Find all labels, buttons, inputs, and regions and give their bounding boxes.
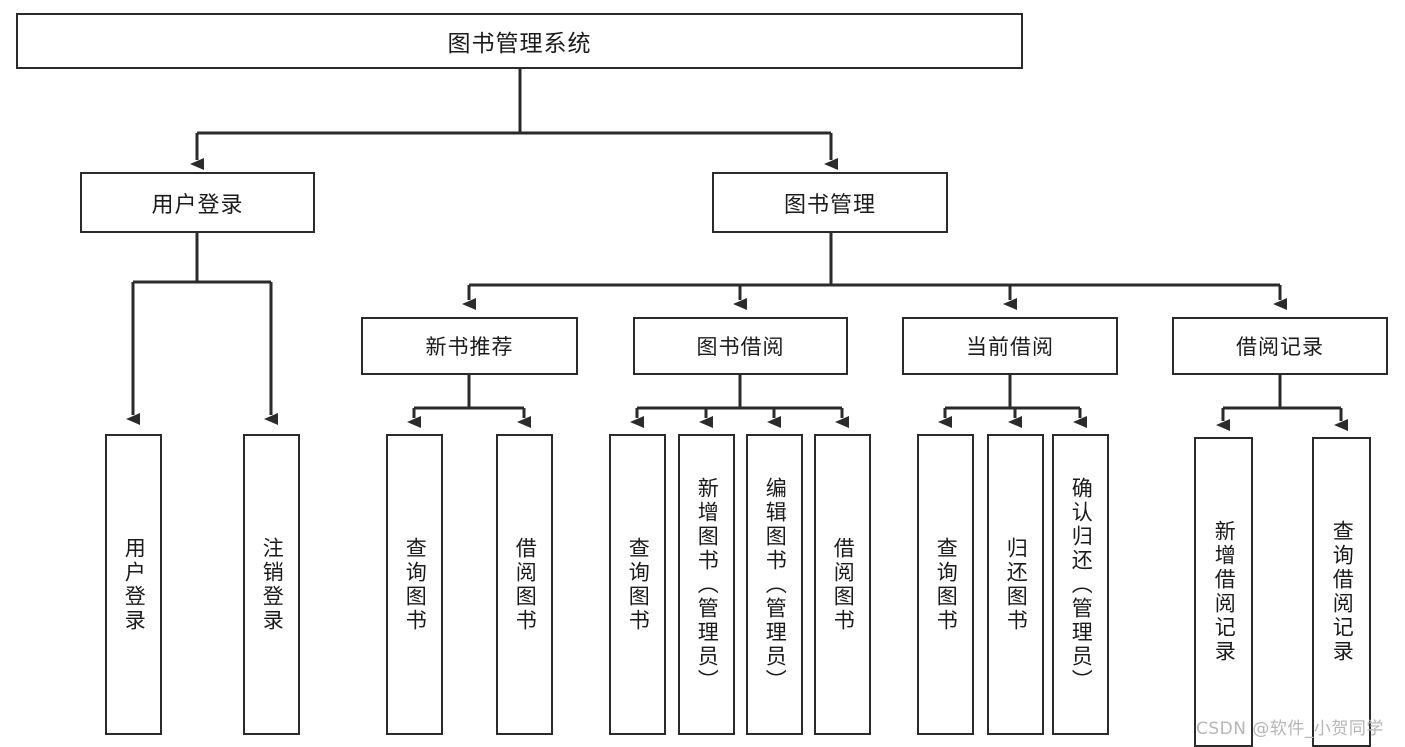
node-label: 新增借阅记录	[1212, 520, 1237, 664]
leaf-recommend-borrow-book[interactable]: 借阅图书	[496, 434, 553, 735]
watermark-text: CSDN @软件_小贺同学	[1196, 719, 1384, 739]
leaf-user-logout[interactable]: 注销登录	[243, 434, 300, 735]
node-label: 归还图书	[1004, 536, 1029, 633]
node-label: 图书管理系统	[447, 31, 592, 57]
leaf-record-add-borrow-record[interactable]: 新增借阅记录	[1194, 437, 1253, 747]
node-root-system[interactable]: 图书管理系统	[16, 13, 1023, 69]
leaf-borrow-add-book-admin[interactable]: 新增图书（管理员）	[678, 434, 735, 735]
node-label: 当前借阅	[966, 335, 1054, 359]
leaf-recommend-query-book[interactable]: 查询图书	[386, 434, 443, 735]
node-label: 借阅图书	[831, 536, 856, 633]
node-label: 确认归还（管理员）	[1069, 476, 1094, 693]
node-borrow-record[interactable]: 借阅记录	[1172, 317, 1388, 375]
leaf-borrow-query-book[interactable]: 查询图书	[609, 434, 666, 735]
node-label: 查询图书	[626, 536, 651, 633]
node-label: 用户登录	[151, 192, 244, 218]
leaf-current-confirm-return-admin[interactable]: 确认归还（管理员）	[1052, 434, 1109, 735]
node-label: 新增图书（管理员）	[695, 476, 720, 693]
node-book-management[interactable]: 图书管理	[712, 172, 948, 233]
node-user-login[interactable]: 用户登录	[80, 172, 315, 233]
leaf-record-query-borrow-record[interactable]: 查询借阅记录	[1312, 437, 1371, 747]
node-label: 查询借阅记录	[1330, 520, 1355, 664]
node-current-borrow[interactable]: 当前借阅	[902, 317, 1118, 375]
node-label: 新书推荐	[425, 335, 514, 359]
node-label: 用户登录	[122, 536, 147, 633]
node-label: 图书借阅	[696, 335, 785, 359]
leaf-user-login[interactable]: 用户登录	[105, 434, 162, 735]
leaf-current-return-book[interactable]: 归还图书	[987, 434, 1044, 735]
node-label: 查询图书	[934, 536, 959, 633]
leaf-borrow-borrow-book[interactable]: 借阅图书	[814, 434, 871, 735]
node-label: 编辑图书（管理员）	[763, 476, 788, 693]
node-label: 借阅记录	[1236, 335, 1324, 359]
leaf-borrow-edit-book-admin[interactable]: 编辑图书（管理员）	[746, 434, 803, 735]
node-label: 查询图书	[403, 536, 428, 633]
node-label: 借阅图书	[513, 536, 538, 633]
node-new-book-recommend[interactable]: 新书推荐	[361, 317, 578, 375]
node-label: 图书管理	[783, 192, 876, 218]
leaf-current-query-book[interactable]: 查询图书	[917, 434, 974, 735]
node-book-borrow[interactable]: 图书借阅	[633, 317, 848, 375]
node-label: 注销登录	[260, 536, 285, 633]
